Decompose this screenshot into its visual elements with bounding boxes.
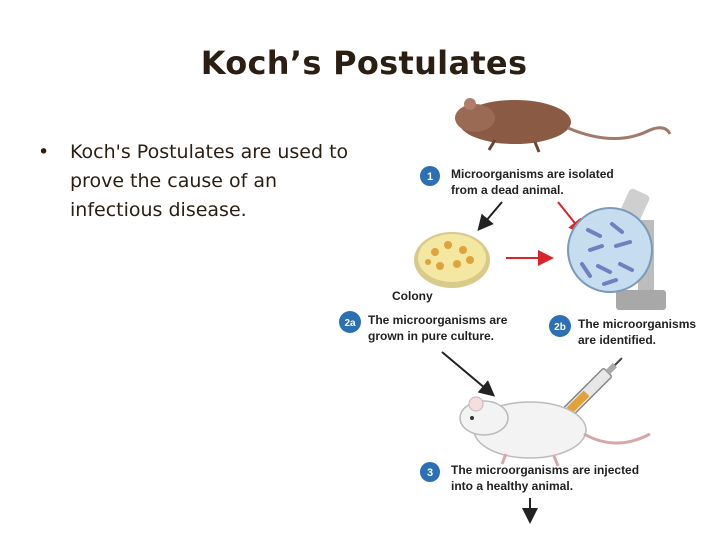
step-3: 3 The microorganisms are injected into a… [420,462,639,493]
step-2a-line2: grown in pure culture. [368,329,494,343]
step-1-badge [420,166,440,186]
step-2b-badge [549,315,571,337]
step-1-number: 1 [427,171,433,183]
step-2a-line1: The microorganisms are [368,313,508,327]
step-3-badge [420,462,440,482]
healthy-rat-illustration [459,396,651,467]
step-2a-badge [339,311,361,333]
bullet-dot-icon: • [38,141,50,163]
colony-label: Colony [392,289,433,303]
petri-dish-illustration [414,232,490,288]
arrow-to-healthy-animal [441,351,496,397]
bullet-list: • Koch's Postulates are used to prove th… [38,138,358,225]
arrow-to-culture [477,201,503,232]
step-3-line2: into a healthy animal. [451,479,573,493]
step-2b-line1: The microorganisms [578,317,696,331]
step-3-number: 3 [427,467,433,479]
magnified-view [567,207,653,293]
step-2b-number: 2b [554,322,566,333]
bullet-text: Koch's Postulates are used to prove the … [70,141,349,221]
step-2a: 2a The microorganisms are grown in pure … [339,311,508,343]
bullet-item: • Koch's Postulates are used to prove th… [38,138,358,225]
dead-rat-illustration [455,98,672,153]
step-2b: 2b The microorganisms are identified. [549,315,696,347]
microscope-illustration [567,188,666,310]
step-1-line2: from a dead animal. [451,183,564,197]
slide-title: Koch’s Postulates [200,44,528,82]
step-2a-number: 2a [344,318,356,329]
step-2b-line2: are identified. [578,333,656,347]
step-1-line1: Microorganisms are isolated [451,167,614,181]
koch-postulates-diagram: 1 Microorganisms are isolated from a dea… [339,98,696,524]
step-1: 1 Microorganisms are isolated from a dea… [420,166,614,197]
step-3-line1: The microorganisms are injected [451,463,639,477]
